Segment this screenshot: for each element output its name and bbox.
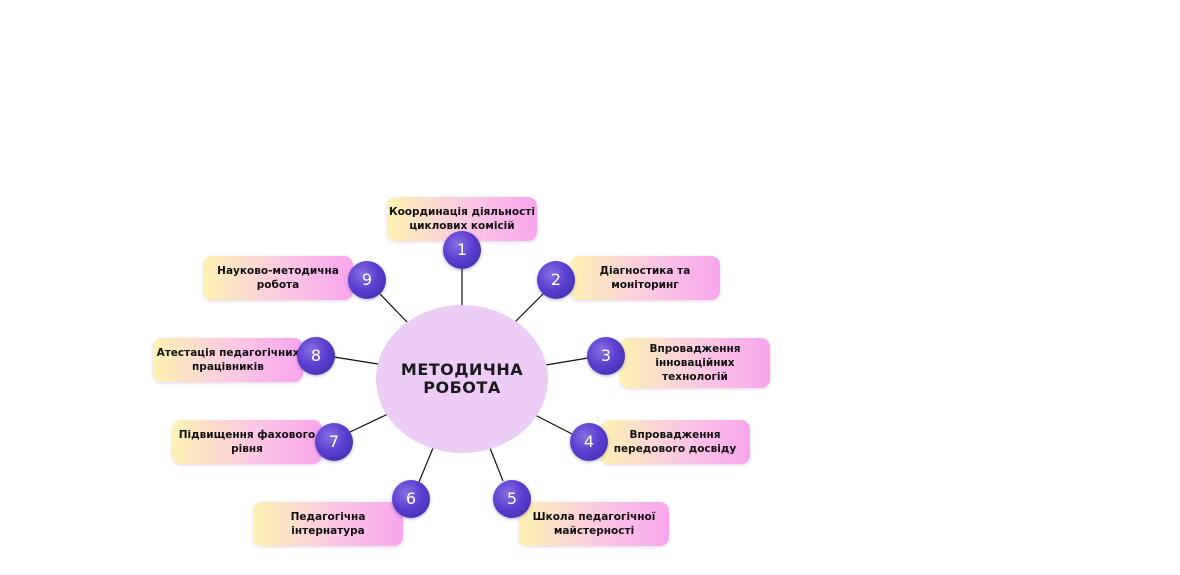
node-number-3: 3	[587, 337, 625, 375]
node-7-number: 7	[328, 432, 340, 451]
node-4-number: 4	[583, 432, 595, 451]
node-3-number: 3	[600, 346, 612, 365]
node-number-2: 2	[537, 261, 575, 299]
node-label-9: Науково-методична робота	[203, 256, 353, 300]
node-2-line1: Діагностика та	[599, 265, 691, 277]
node-6-line2: інтернатура	[291, 525, 365, 537]
node-3-line2: інноваційних	[655, 357, 735, 369]
node-7-line1: Підвищення фахового	[178, 429, 316, 441]
connector-5	[489, 447, 504, 482]
node-9-number: 9	[361, 270, 373, 289]
node-3-line1: Впровадження	[649, 343, 741, 355]
node-8-line2: працівників	[192, 361, 264, 373]
node-6-number: 6	[405, 489, 417, 508]
node-5-line1: Школа педагогічної	[532, 511, 656, 523]
node-number-6: 6	[392, 480, 430, 518]
node-label-6: Педагогічна інтернатура	[253, 502, 403, 546]
node-6-line1: Педагогічна	[290, 511, 366, 523]
node-label-2: Діагностика та моніторинг	[570, 256, 720, 300]
node-9-line2: робота	[256, 279, 300, 291]
node-8-line1: Атестація педагогічних	[156, 347, 300, 359]
node-number-4: 4	[570, 423, 608, 461]
node-4-line2: передового досвіду	[613, 443, 737, 455]
node-5-number: 5	[506, 489, 518, 508]
node-2-line2: моніторинг	[611, 279, 679, 291]
node-4-line1: Впровадження	[629, 429, 721, 441]
node-number-1: 1	[443, 231, 481, 269]
node-label-5: Школа педагогічної майстерності	[519, 502, 669, 546]
connector-6	[418, 447, 434, 483]
connector-8	[333, 356, 379, 365]
connector-7	[349, 413, 389, 433]
hub-title-line1: МЕТОДИЧНА	[400, 360, 524, 379]
hub-title-line2: РОБОТА	[423, 378, 501, 397]
connector-9	[379, 293, 408, 323]
node-1-line2: циклових комісій	[409, 220, 515, 232]
node-label-7: Підвищення фахового рівня	[172, 420, 322, 464]
connector-2	[514, 292, 545, 323]
node-8-number: 8	[310, 346, 322, 365]
node-3-line3: технологій	[662, 371, 728, 383]
node-label-3: Впровадження інноваційних технологій	[620, 338, 770, 388]
connector-3	[545, 357, 589, 366]
node-label-8: Атестація педагогічних працівників	[153, 338, 303, 382]
node-number-5: 5	[493, 480, 531, 518]
node-1-number: 1	[456, 240, 468, 259]
node-2-number: 2	[550, 270, 562, 289]
node-number-8: 8	[297, 337, 335, 375]
node-number-9: 9	[348, 261, 386, 299]
node-7-line2: рівня	[231, 443, 263, 455]
node-1-line1: Координація діяльності	[388, 206, 535, 218]
node-5-line2: майстерності	[553, 525, 635, 537]
node-9-line1: Науково-методична	[217, 265, 339, 277]
node-label-1: Координація діяльності циклових комісій	[387, 197, 537, 241]
node-label-4: Впровадження передового досвіду	[600, 420, 750, 464]
connector-4	[534, 414, 575, 436]
node-number-7: 7	[315, 423, 353, 461]
